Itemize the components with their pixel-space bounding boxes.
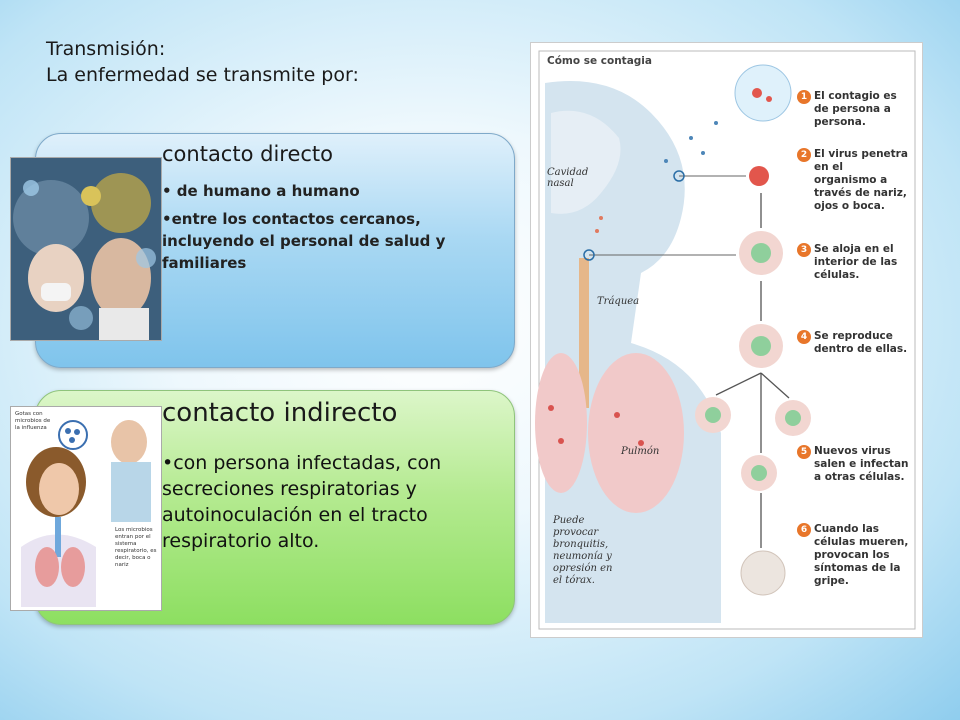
illustration-label-top: Gotas con microbios de la influenza (15, 411, 51, 431)
step-2-number: 2 (797, 148, 811, 162)
slide-heading: Transmisión: La enfermedad se transmite … (46, 36, 359, 88)
heading-line-1: Transmisión: (46, 38, 166, 60)
indirect-contact-title: contacto indirecto (162, 398, 398, 428)
indirect-bullet-1: •con persona infectadas, con secreciones… (162, 452, 442, 552)
step-5: 5 Nuevos virus salen e infectan a otras … (797, 445, 909, 484)
step-5-text: Nuevos virus salen e infectan a otras cé… (814, 445, 909, 483)
direct-contact-title: contacto directo (162, 142, 333, 166)
contagion-infographic: Cómo se contagia Cavidad nasal Tráquea P… (530, 42, 923, 638)
step-3: 3 Se aloja en el interior de las células… (797, 243, 909, 282)
heading-line-2: La enfermedad se transmite por: (46, 64, 359, 86)
direct-bullet-1: • de humano a humano (162, 182, 360, 200)
step-5-number: 5 (797, 445, 811, 459)
step-4-text: Se reproduce dentro de ellas. (814, 330, 908, 355)
step-4-number: 4 (797, 330, 811, 344)
illustration-label-bottom: Los microbios entran por el sistema resp… (115, 527, 157, 568)
direct-contact-photo (10, 157, 162, 341)
step-3-number: 3 (797, 243, 811, 257)
step-6-number: 6 (797, 523, 811, 537)
step-1: 1 El contagio es de persona a persona. (797, 90, 909, 129)
step-6-text: Cuando las células mueren, provocan los … (814, 523, 909, 587)
label-lung: Pulmón (621, 446, 660, 457)
indirect-contact-illustration: Gotas con microbios de la influenza Los … (10, 406, 162, 611)
direct-bullet-2: •entre los contactos cercanos, incluyend… (162, 210, 446, 272)
label-trachea: Tráquea (597, 296, 640, 307)
label-note: Puede provocar bronquitis, neumonía y op… (553, 515, 613, 586)
step-1-text: El contagio es de persona a persona. (814, 90, 897, 128)
step-3-text: Se aloja en el interior de las células. (814, 243, 898, 281)
step-1-number: 1 (797, 90, 811, 104)
step-4: 4 Se reproduce dentro de ellas. (797, 330, 909, 356)
label-nasal-cavity: Cavidad nasal (547, 167, 589, 189)
step-2-text: El virus penetra en el organismo a travé… (814, 148, 908, 212)
infographic-title: Cómo se contagia (547, 55, 652, 67)
step-6: 6 Cuando las células mueren, provocan lo… (797, 523, 909, 588)
step-2: 2 El virus penetra en el organismo a tra… (797, 148, 909, 213)
